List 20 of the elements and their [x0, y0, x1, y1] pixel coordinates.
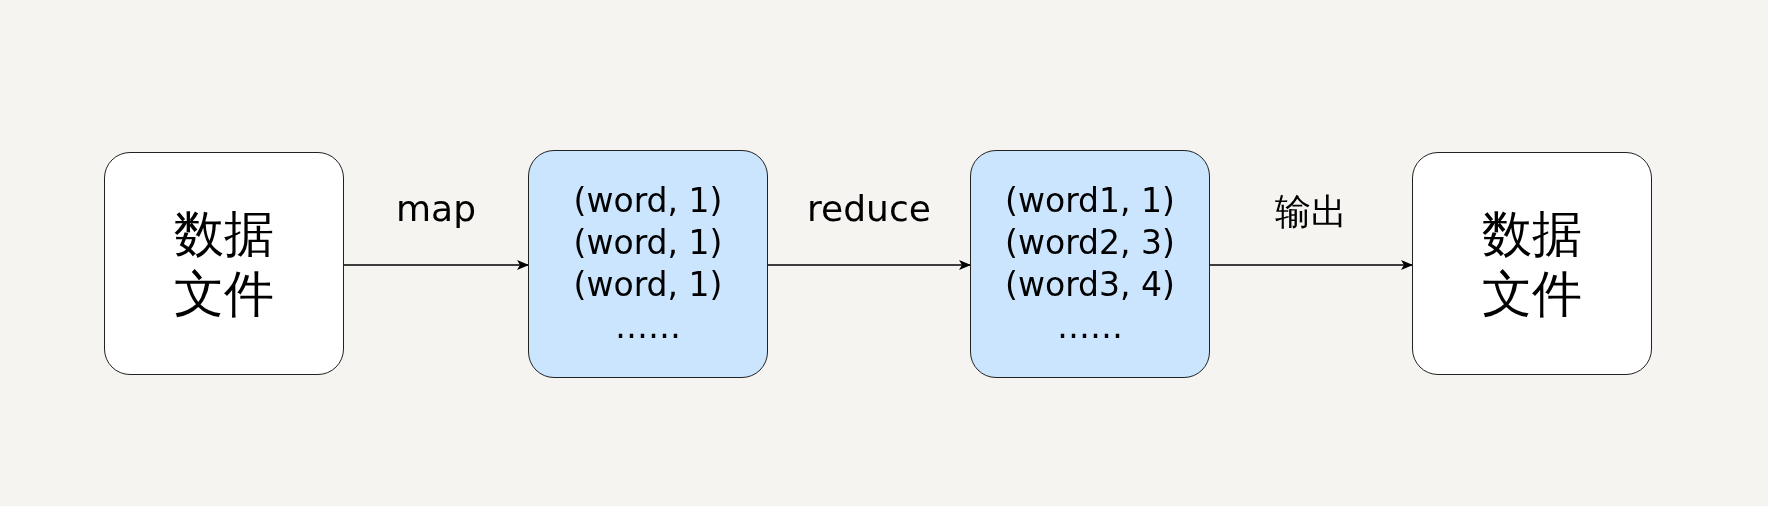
- file-box: [104, 152, 344, 375]
- data-box: [528, 150, 768, 378]
- data-line: (word1, 1): [1005, 180, 1175, 222]
- edge-label: map: [396, 188, 476, 229]
- box-label: 数据文件: [173, 203, 275, 324]
- data-line: (word2, 3): [1005, 222, 1175, 264]
- data-box: [970, 150, 1210, 378]
- edge-label: reduce: [807, 188, 931, 229]
- box-label: 数据文件: [1481, 203, 1583, 324]
- arrow: [1209, 260, 1413, 270]
- data-line: ……: [615, 306, 681, 348]
- data-line: (word3, 4): [1005, 264, 1175, 306]
- edge-label: 输出: [1275, 190, 1347, 234]
- data-line: (word, 1): [573, 264, 723, 306]
- arrow: [767, 260, 971, 270]
- data-line: ……: [1057, 306, 1123, 348]
- file-box: [1412, 152, 1652, 375]
- arrow: [343, 260, 529, 270]
- data-line: (word, 1): [573, 222, 723, 264]
- data-line: (word, 1): [573, 180, 723, 222]
